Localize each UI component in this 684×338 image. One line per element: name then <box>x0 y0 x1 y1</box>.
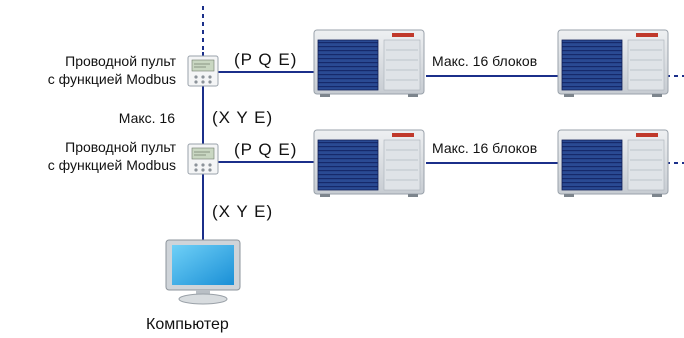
controller-label-bottom-line2: с функцией Modbus <box>47 157 176 173</box>
outdoor-unit-bottom-2 <box>557 129 669 198</box>
pqe-label-bottom: (P Q E) <box>234 140 298 159</box>
controller-label-bottom: Проводной пульт с функцией Modbus <box>10 138 176 174</box>
outdoor-unit-top-1 <box>313 29 425 98</box>
computer-icon <box>165 239 241 305</box>
computer-label: Компьютер <box>146 316 229 333</box>
controller-label-top: Проводной пульт с функцией Modbus <box>10 52 176 88</box>
outdoor-unit-bottom-1 <box>313 129 425 198</box>
wired-controller-bottom <box>187 143 219 175</box>
wired-controller-top <box>187 55 219 87</box>
controller-label-top-line1: Проводной пульт <box>65 53 176 69</box>
xye-label-top: (X Y E) <box>212 108 274 127</box>
controller-label-top-line2: с функцией Modbus <box>47 71 176 87</box>
pqe-label-top: (P Q E) <box>234 50 298 69</box>
controller-label-bottom-line1: Проводной пульт <box>65 139 176 155</box>
xye-label-bottom: (X Y E) <box>212 202 274 221</box>
outdoor-unit-top-2 <box>557 29 669 98</box>
max-units-label-top: Макс. 16 блоков <box>432 53 538 69</box>
max-controllers-label: Макс. 16 <box>118 110 175 126</box>
max-units-label-bottom: Макс. 16 блоков <box>432 140 538 156</box>
